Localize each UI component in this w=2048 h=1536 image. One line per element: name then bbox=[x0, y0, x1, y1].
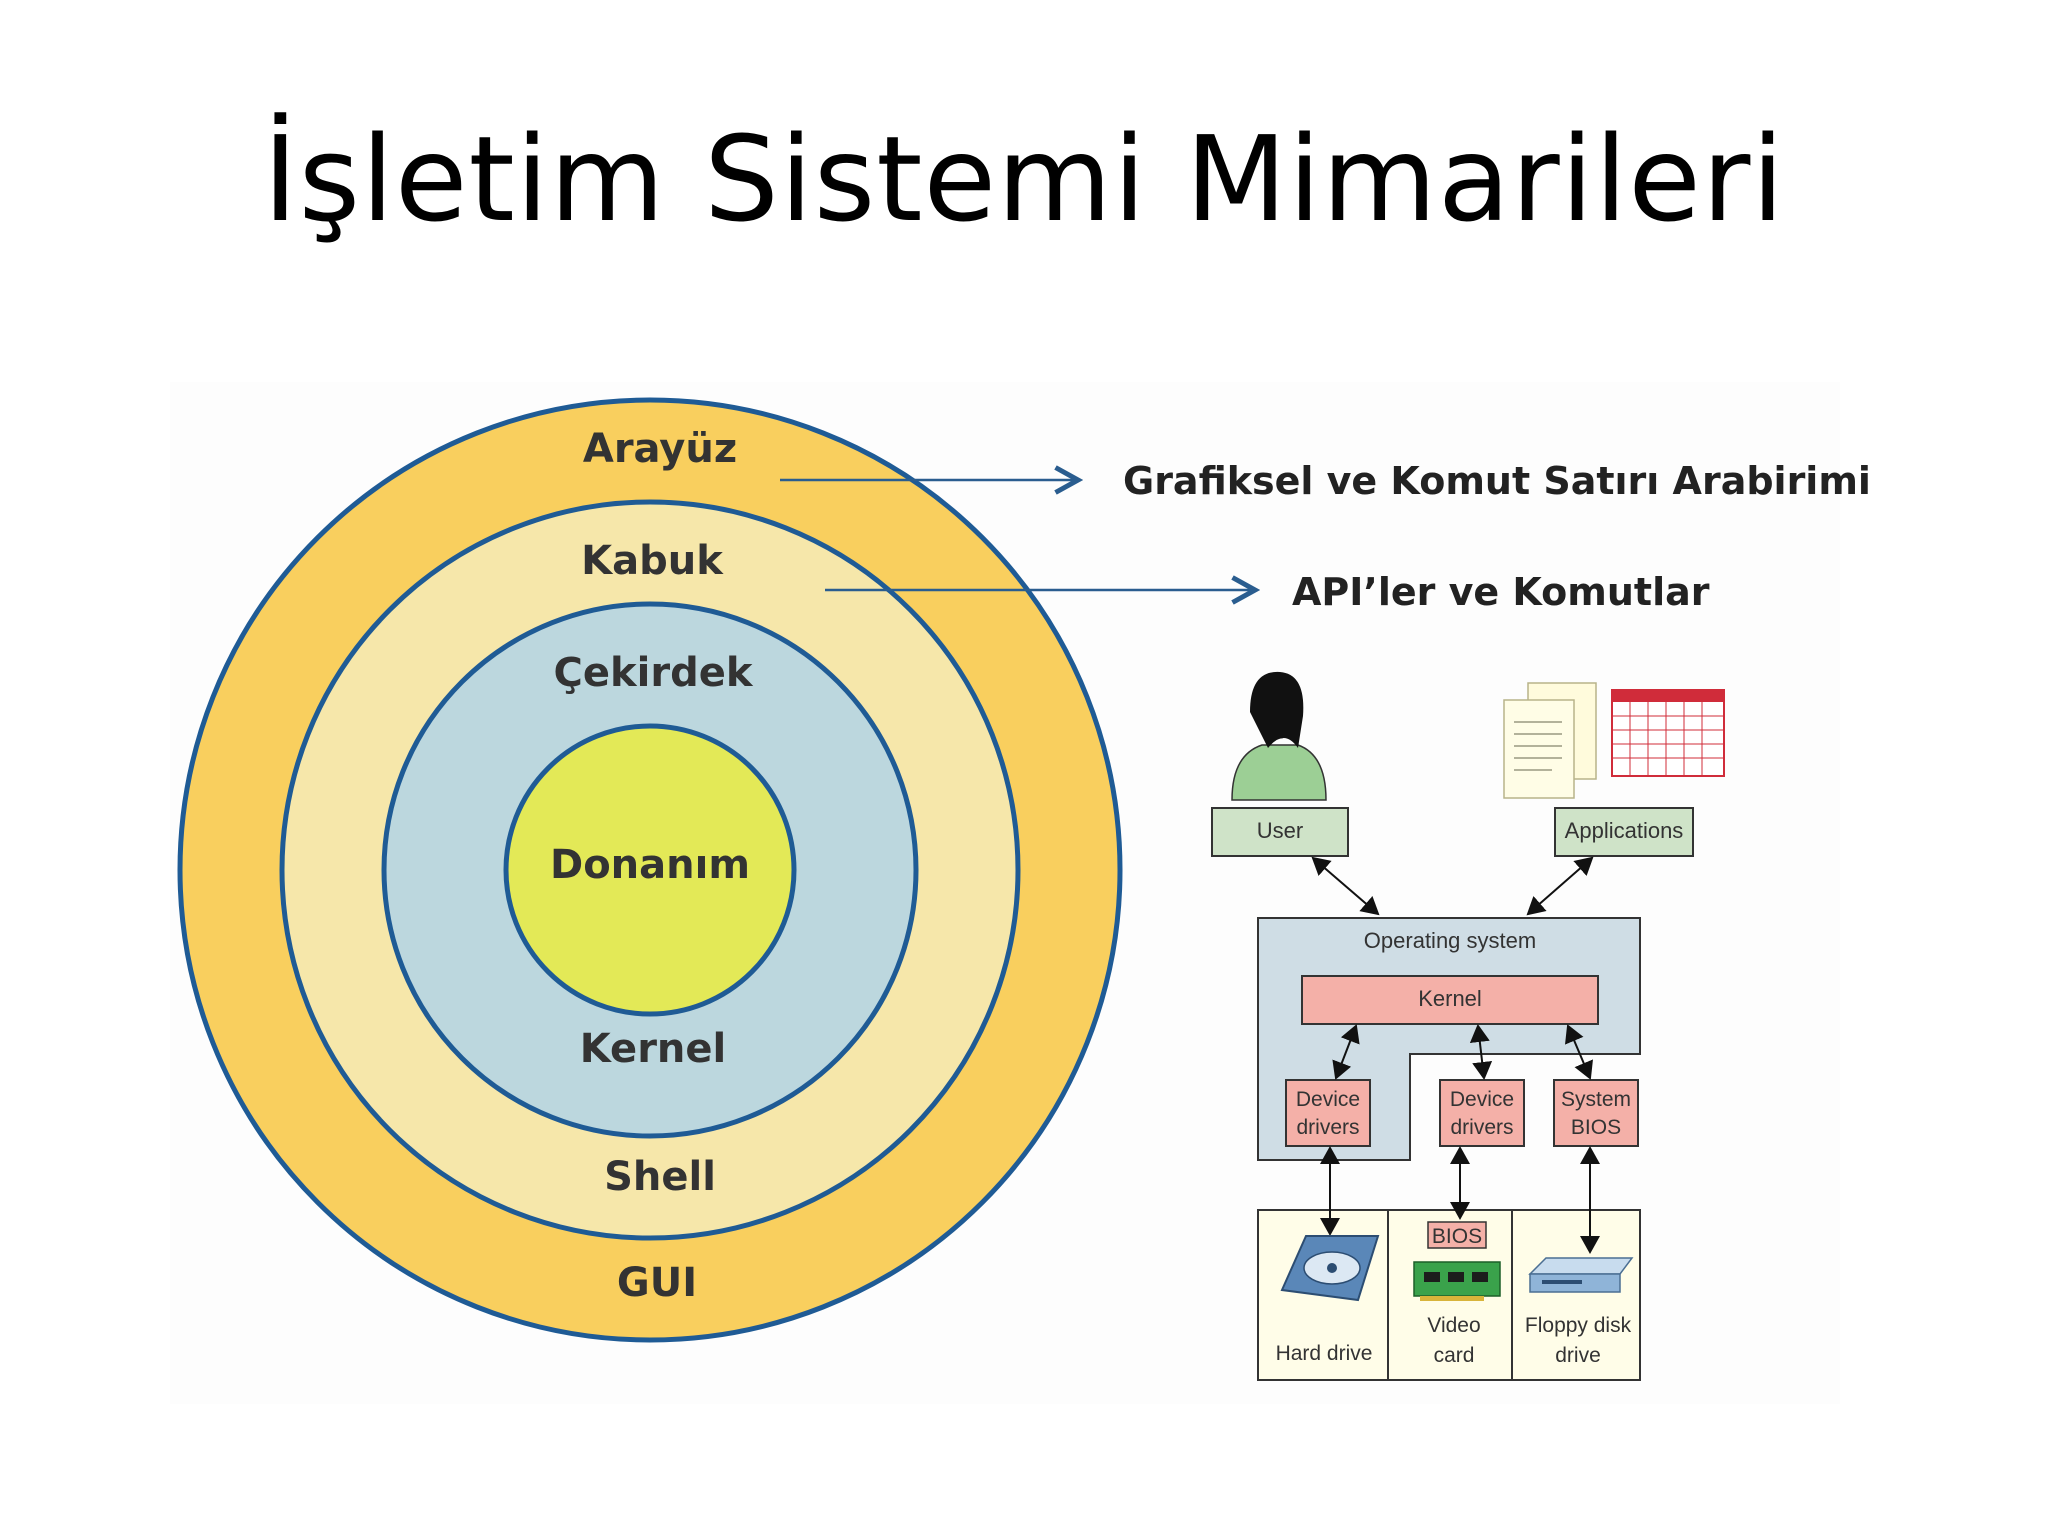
device-drivers-box-2 bbox=[1439, 1079, 1525, 1147]
hard-drive-label: Hard drive bbox=[1276, 1342, 1373, 1365]
layer-rings bbox=[177, 397, 1123, 1343]
callout-interface: Grafiksel ve Komut Satırı Arabirimi bbox=[1123, 459, 1871, 503]
label-donanim: Donanım bbox=[550, 842, 750, 888]
video-card-line2: card bbox=[1434, 1344, 1475, 1367]
label-kabuk: Kabuk bbox=[581, 538, 724, 584]
video-card-icon bbox=[1413, 1261, 1501, 1301]
operating-system-label: Operating system bbox=[1364, 928, 1536, 953]
bios-chip-box bbox=[1427, 1221, 1487, 1249]
kernel-label: Kernel bbox=[1418, 986, 1482, 1011]
user-label: User bbox=[1257, 818, 1303, 843]
bios-chip-label: BIOS bbox=[1432, 1225, 1482, 1248]
floppy-line1: Floppy disk bbox=[1525, 1314, 1632, 1337]
kernel-box bbox=[1301, 975, 1599, 1025]
floppy-line2: drive bbox=[1555, 1344, 1601, 1367]
label-shell: Shell bbox=[604, 1154, 716, 1200]
slide-title: İşletim Sistemi Mimarileri bbox=[262, 110, 1786, 248]
device-drivers-2-line1: Device bbox=[1450, 1088, 1514, 1111]
applications-box bbox=[1554, 807, 1694, 857]
hard-drive-icon bbox=[1280, 1235, 1380, 1302]
system-bios-box bbox=[1553, 1079, 1639, 1147]
callout-shell: API’ler ve Komutlar bbox=[1292, 570, 1710, 614]
device-drivers-2-line2: drivers bbox=[1450, 1116, 1513, 1139]
user-figure-icon bbox=[1231, 671, 1327, 801]
floppy-drive-icon bbox=[1528, 1257, 1634, 1293]
os-diagram: User Applications Operating system Kerne… bbox=[1211, 671, 1725, 1381]
arrow-apps-os bbox=[1526, 856, 1594, 916]
device-drivers-1-line2: drivers bbox=[1296, 1116, 1359, 1139]
label-kernel: Kernel bbox=[580, 1026, 726, 1072]
device-drivers-box-1 bbox=[1285, 1079, 1371, 1147]
arrow-kernel-driver-1 bbox=[1332, 1024, 1360, 1080]
video-card-line1: Video bbox=[1427, 1314, 1480, 1337]
applications-icon bbox=[1503, 682, 1725, 799]
ring-hardware bbox=[503, 723, 797, 1017]
user-box bbox=[1211, 807, 1349, 857]
label-arayuz: Arayüz bbox=[583, 426, 737, 472]
arrow-kernel-bios bbox=[1565, 1024, 1593, 1080]
arrow-user-os bbox=[1311, 856, 1380, 916]
system-bios-line2: BIOS bbox=[1571, 1116, 1621, 1139]
arrow-kernel-driver-2 bbox=[1469, 1024, 1493, 1080]
device-drivers-1-line1: Device bbox=[1296, 1088, 1360, 1111]
label-cekirdek: Çekirdek bbox=[554, 650, 754, 696]
applications-label: Applications bbox=[1565, 818, 1684, 843]
system-bios-line1: System bbox=[1561, 1088, 1631, 1111]
label-gui: GUI bbox=[617, 1260, 697, 1306]
